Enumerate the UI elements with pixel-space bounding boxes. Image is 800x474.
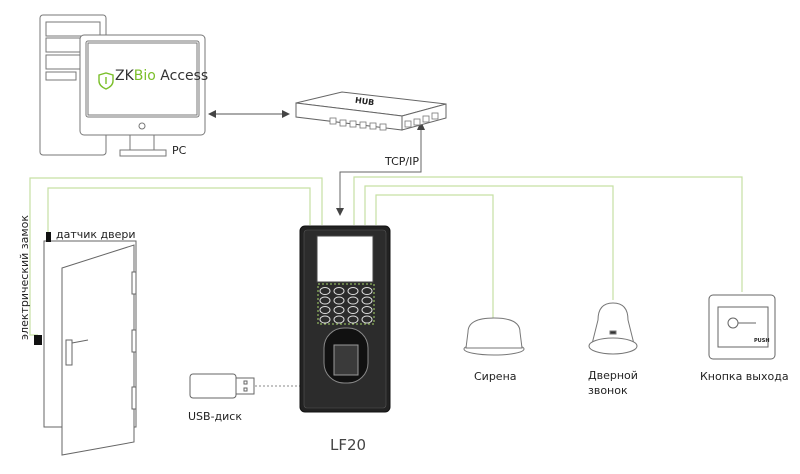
keypad-key [333, 315, 345, 324]
software-brand: ZKBio Access [95, 68, 208, 84]
keypad-key [347, 287, 359, 295]
electric-lock-icon [34, 335, 42, 345]
keypad-key [319, 306, 331, 314]
wire-doorbell [364, 185, 614, 300]
usb-disk-icon [189, 373, 255, 399]
device-label: LF20 [330, 436, 367, 454]
monitor-icon [79, 34, 206, 157]
keypad-key [361, 296, 373, 305]
tcpip-line [339, 128, 422, 212]
brand-product: Access [155, 68, 209, 84]
wire-exit-button [353, 176, 743, 292]
brand-zk: ZK [115, 68, 134, 84]
wires [29, 176, 743, 336]
keypad-key [333, 306, 345, 314]
siren-label: Сирена [474, 370, 517, 383]
tcpip-label: TCP/IP [385, 155, 419, 168]
door-icon [43, 240, 137, 456]
keypad-key [361, 315, 373, 324]
brand-bio: Bio [133, 68, 156, 84]
arrow-down-icon [336, 208, 344, 216]
keypad-key [319, 287, 331, 295]
keypad-key [361, 287, 373, 295]
wire-door-sensor [47, 187, 311, 232]
keypad-key [347, 296, 359, 305]
push-label: PUSH [754, 338, 770, 344]
pc-label: PC [172, 144, 187, 157]
door-sensor-icon [46, 232, 51, 242]
arrow-up-icon [417, 121, 425, 130]
keypad-key [347, 315, 359, 324]
keypad-key [319, 296, 331, 305]
keypad-key [347, 306, 359, 314]
exit-button-label: Кнопка выхода [700, 370, 789, 383]
doorbell-label: Дверной звонок [588, 368, 638, 398]
doorbell-label-line1: Дверной [588, 369, 638, 382]
doorbell-label-line2: звонок [588, 384, 628, 397]
wire-siren [375, 194, 494, 318]
electric-lock-label: электрический замок [18, 214, 31, 340]
exit-button-icon [708, 294, 776, 360]
keypad-key [319, 315, 331, 324]
doorbell-icon [588, 302, 638, 355]
lf20-device-icon [299, 225, 391, 413]
arrow-left-icon [208, 110, 216, 118]
door-sensor-label: датчик двери [56, 228, 136, 241]
keypad-key [333, 296, 345, 305]
keypad [319, 287, 373, 324]
wire-lock [29, 177, 323, 336]
usb-label: USB-диск [188, 410, 242, 423]
hub-ports [329, 112, 439, 131]
keypad-key [361, 306, 373, 314]
keypad-key [333, 287, 345, 295]
shield-logo-icon [98, 72, 114, 90]
arrow-right-icon [282, 110, 290, 118]
siren-icon [463, 317, 525, 356]
